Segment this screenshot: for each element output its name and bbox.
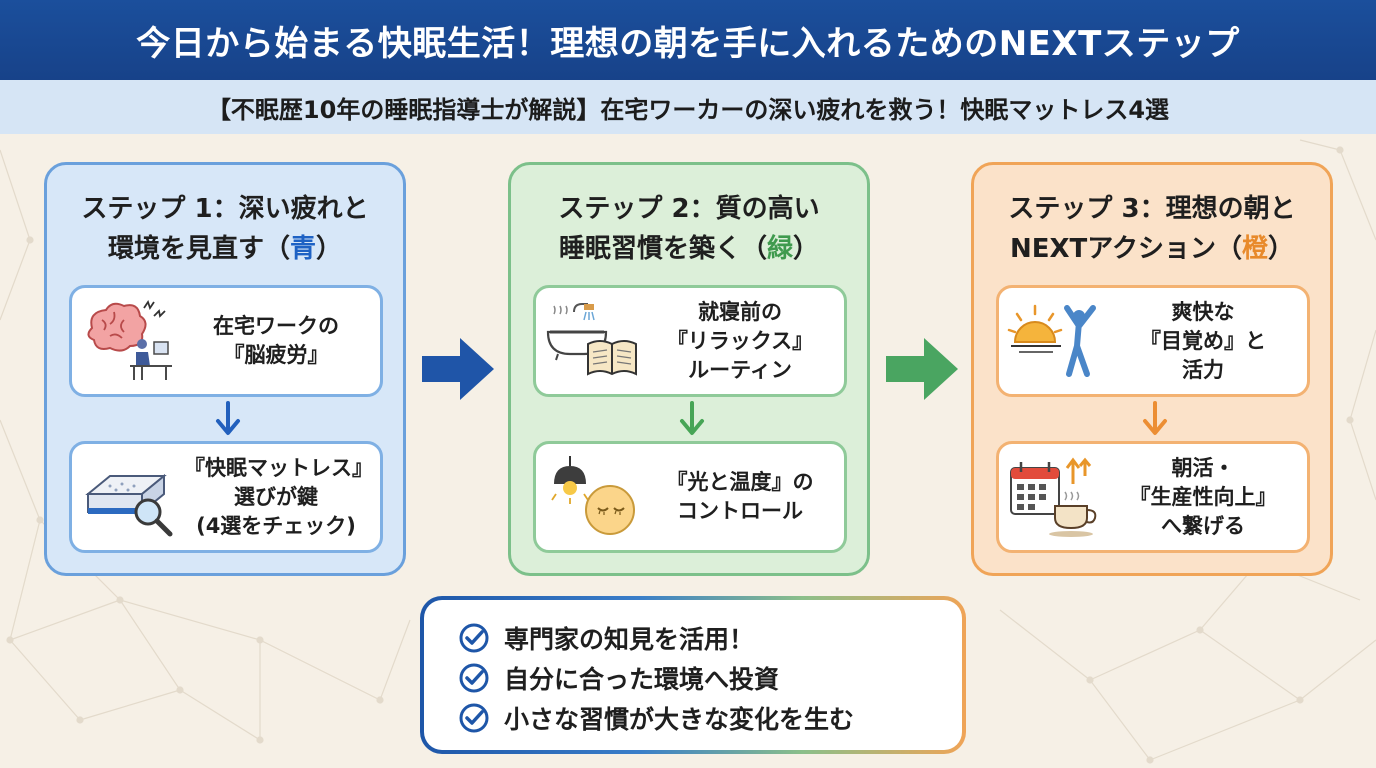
step-2-card-relax-routine: 就寝前の 『リラックス』 ルーティン [533, 285, 847, 397]
bath-book-icon [536, 288, 648, 394]
step-3-panel: ステップ 3：理想の朝と NEXTアクション（橙） 爽快な 『目覚め』と 活力 [971, 162, 1333, 576]
card-line: 『生産性向上』 [1129, 484, 1277, 509]
step-3-title-close: ） [1268, 234, 1295, 264]
step-2-title-close: ） [793, 234, 820, 264]
card-line: 『目覚め』と [1140, 328, 1266, 353]
card-line: 『脳疲労』 [223, 343, 329, 367]
step-3-title: ステップ 3：理想の朝と NEXTアクション（橙） [996, 189, 1308, 269]
summary-item: 自分に合った環境へ投資 [458, 658, 962, 698]
subtitle-bar: 【不眠歴10年の睡眠指導士が解説】在宅ワーカーの深い疲れを救う！快眠マットレス4… [0, 80, 1376, 134]
sunrise-stretch-icon [999, 288, 1111, 394]
step-1-title-close: ） [316, 234, 343, 264]
step-2-title-line1: ステップ 2：質の高い [558, 194, 820, 224]
summary-item-text: 自分に合った環境へ投資 [504, 665, 780, 694]
title-banner: 今日から始まる快眠生活！理想の朝を手に入れるためのNEXTステップ [0, 0, 1376, 80]
step-3-card-2-text: 朝活・ 『生産性向上』 へ繋げる [1111, 454, 1307, 541]
mattress-magnifier-icon [72, 444, 184, 550]
step-1-card-brain-fatigue: 在宅ワークの 『脳疲労』 [69, 285, 383, 397]
page-subtitle: 【不眠歴10年の睡眠指導士が解説】在宅ワーカーの深い疲れを救う！快眠マットレス4… [206, 95, 1170, 124]
step-3-card-refreshing-wakeup: 爽快な 『目覚め』と 活力 [996, 285, 1310, 397]
step-3-title-line2: NEXTアクション（橙） [996, 229, 1308, 269]
summary-item: 専門家の知見を活用！ [458, 618, 962, 658]
step-1-panel: ステップ 1：深い疲れと 環境を見直す（青） 在宅ワークの 『脳疲労』 [44, 162, 406, 576]
step-1-title-text: 環境を見直す（ [107, 234, 290, 264]
card-line: 爽快な [1171, 299, 1235, 324]
card-line: 朝活・ [1171, 455, 1235, 480]
card-line: 『光と温度』の [666, 470, 814, 494]
summary-box: 専門家の知見を活用！ 自分に合った環境へ投資 小さな習慣が大きな変化を生む [420, 596, 966, 754]
step-1-card-mattress: 『快眠マットレス』 選びが鍵 (4選をチェック) [69, 441, 383, 553]
step-3-card-1-text: 爽快な 『目覚め』と 活力 [1111, 298, 1307, 385]
page-title: 今日から始まる快眠生活！理想の朝を手に入れるためのNEXTステップ [136, 23, 1240, 64]
right-arrow-blue-icon [422, 338, 494, 400]
step-3-card-morning-productivity: 朝活・ 『生産性向上』 へ繋げる [996, 441, 1310, 553]
card-line: コントロール [677, 499, 803, 523]
step-2-card-light-temperature: 『光と温度』の コントロール [533, 441, 847, 553]
down-arrow-icon [216, 401, 240, 435]
card-line: 『リラックス』 [666, 328, 814, 353]
card-line: (4選をチェック) [196, 513, 356, 538]
right-arrow-green-icon [886, 338, 958, 400]
card-line: 『快眠マットレス』 [184, 455, 373, 480]
calendar-coffee-icon [999, 444, 1111, 550]
card-line: へ繋げる [1161, 513, 1245, 538]
down-arrow-icon [1143, 401, 1167, 435]
step-1-title-line2: 環境を見直す（青） [69, 229, 381, 269]
check-circle-icon [459, 663, 489, 693]
step-2-title: ステップ 2：質の高い 睡眠習慣を築く（緑） [533, 189, 845, 269]
lamp-sleep-face-icon [536, 444, 648, 550]
step-2-card-1-text: 就寝前の 『リラックス』 ルーティン [648, 298, 844, 385]
step-2-title-text: 睡眠習慣を築く（ [558, 234, 767, 264]
step-2-title-line2: 睡眠習慣を築く（緑） [533, 229, 845, 269]
summary-inner: 専門家の知見を活用！ 自分に合った環境へ投資 小さな習慣が大きな変化を生む [424, 600, 962, 750]
card-line: 在宅ワークの [213, 314, 339, 338]
summary-item-text: 専門家の知見を活用！ [504, 625, 755, 654]
card-line: 活力 [1182, 357, 1224, 382]
step-1-color-word: 青 [289, 234, 316, 264]
summary-item: 小さな習慣が大きな変化を生む [458, 698, 962, 738]
step-1-title: ステップ 1：深い疲れと 環境を見直す（青） [69, 189, 381, 269]
step-1-card-1-text: 在宅ワークの 『脳疲労』 [184, 312, 380, 370]
summary-checklist: 専門家の知見を活用！ 自分に合った環境へ投資 小さな習慣が大きな変化を生む [458, 618, 962, 738]
step-2-color-word: 緑 [766, 234, 793, 264]
step-2-panel: ステップ 2：質の高い 睡眠習慣を築く（緑） 就寝前の 『リラックス』 ルーティ… [508, 162, 870, 576]
step-3-title-text: NEXTアクション（ [1009, 234, 1242, 264]
down-arrow-icon [680, 401, 704, 435]
card-line: 選びが鍵 [234, 484, 318, 509]
step-3-color-word: 橙 [1241, 234, 1268, 264]
step-1-card-2-text: 『快眠マットレス』 選びが鍵 (4選をチェック) [184, 454, 380, 541]
card-line: 就寝前の [698, 299, 782, 324]
step-2-card-2-text: 『光と温度』の コントロール [648, 468, 844, 526]
step-1-title-line1: ステップ 1：深い疲れと [81, 194, 369, 224]
summary-item-text: 小さな習慣が大きな変化を生む [504, 705, 855, 734]
tired-brain-desk-icon [72, 288, 184, 394]
check-circle-icon [459, 623, 489, 653]
card-line: ルーティン [688, 357, 792, 382]
step-3-title-line1: ステップ 3：理想の朝と [1008, 194, 1296, 224]
check-circle-icon [459, 703, 489, 733]
